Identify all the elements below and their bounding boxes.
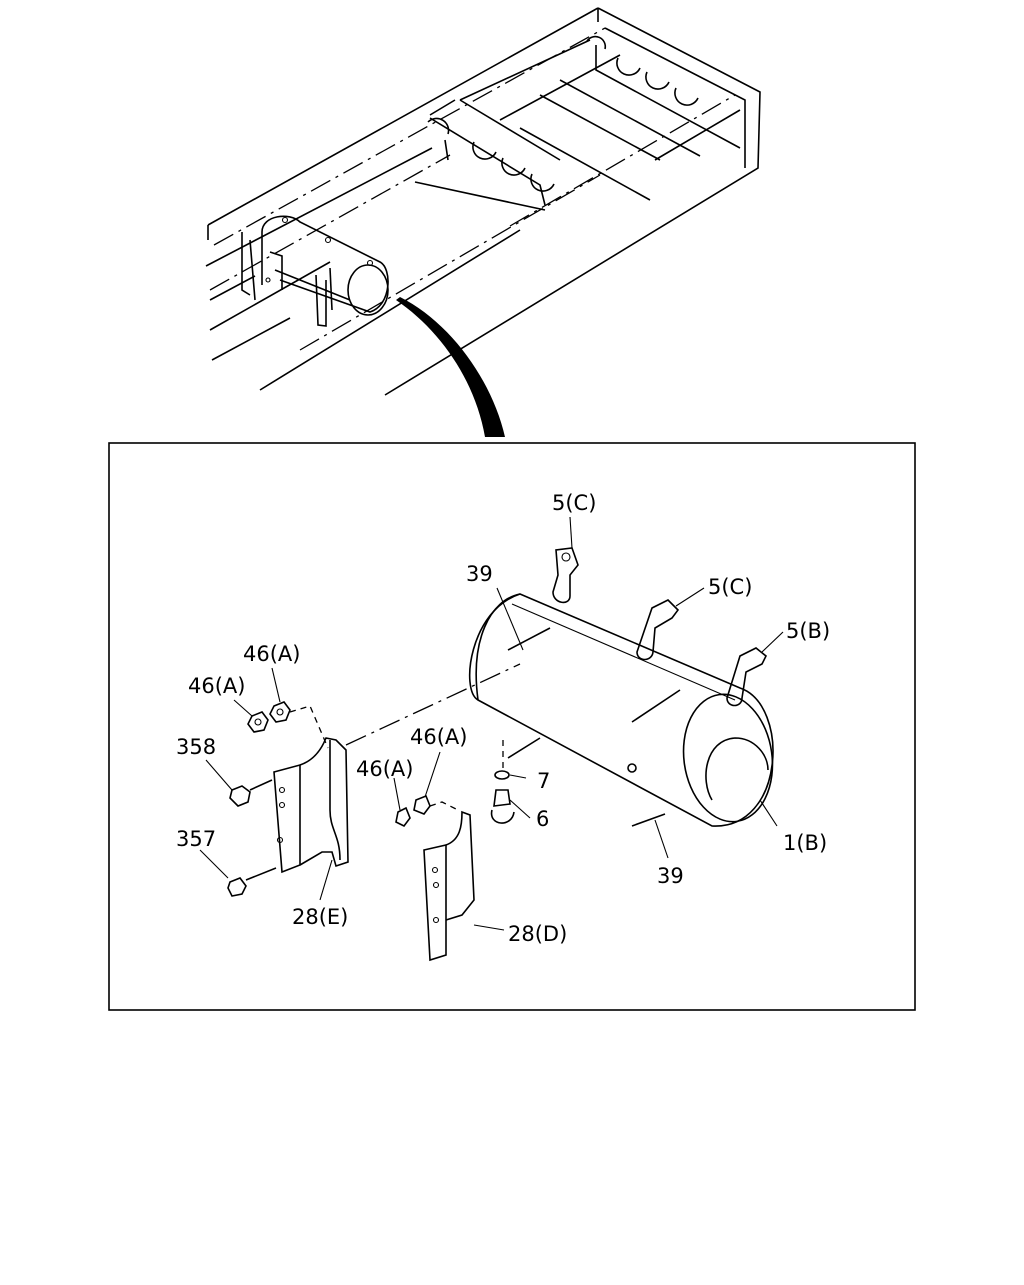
- elbow-fitting-5b: [726, 647, 768, 707]
- nut-46a-1: [247, 711, 269, 733]
- label-6: 6: [536, 807, 549, 831]
- elbow-fitting-5c-top: [552, 547, 579, 604]
- elbow-fitting-5c-mid: [636, 599, 680, 661]
- label-46a-2: 46(A): [188, 674, 245, 698]
- nut-46a-4: [413, 794, 459, 815]
- label-5c-top: 5(C): [552, 491, 596, 515]
- label-5b: 5(B): [786, 619, 830, 643]
- label-46a-4: 46(A): [356, 757, 413, 781]
- label-28e: 28(E): [292, 905, 348, 929]
- leader-lines: [199, 516, 784, 931]
- detail-frame: [108, 442, 916, 1011]
- label-28d: 28(D): [508, 922, 567, 946]
- nut-358: [229, 779, 273, 807]
- chassis-overview: [205, 7, 761, 437]
- label-5c-mid: 5(C): [708, 575, 752, 599]
- nut-46a-3: [395, 806, 411, 828]
- label-1b: 1(B): [783, 831, 827, 855]
- label-358: 358: [176, 735, 216, 759]
- drain-cock: [490, 740, 515, 824]
- air-tank: [468, 593, 774, 827]
- label-357: 357: [176, 827, 216, 851]
- label-46a-3: 46(A): [410, 725, 467, 749]
- label-7: 7: [537, 769, 550, 793]
- label-39-bot: 39: [657, 864, 684, 888]
- bracket-28d: [423, 810, 475, 962]
- label-46a-1: 46(A): [243, 642, 300, 666]
- nut-46a-2: [269, 701, 329, 749]
- bolt-357: [227, 867, 277, 897]
- label-39-top: 39: [466, 562, 493, 586]
